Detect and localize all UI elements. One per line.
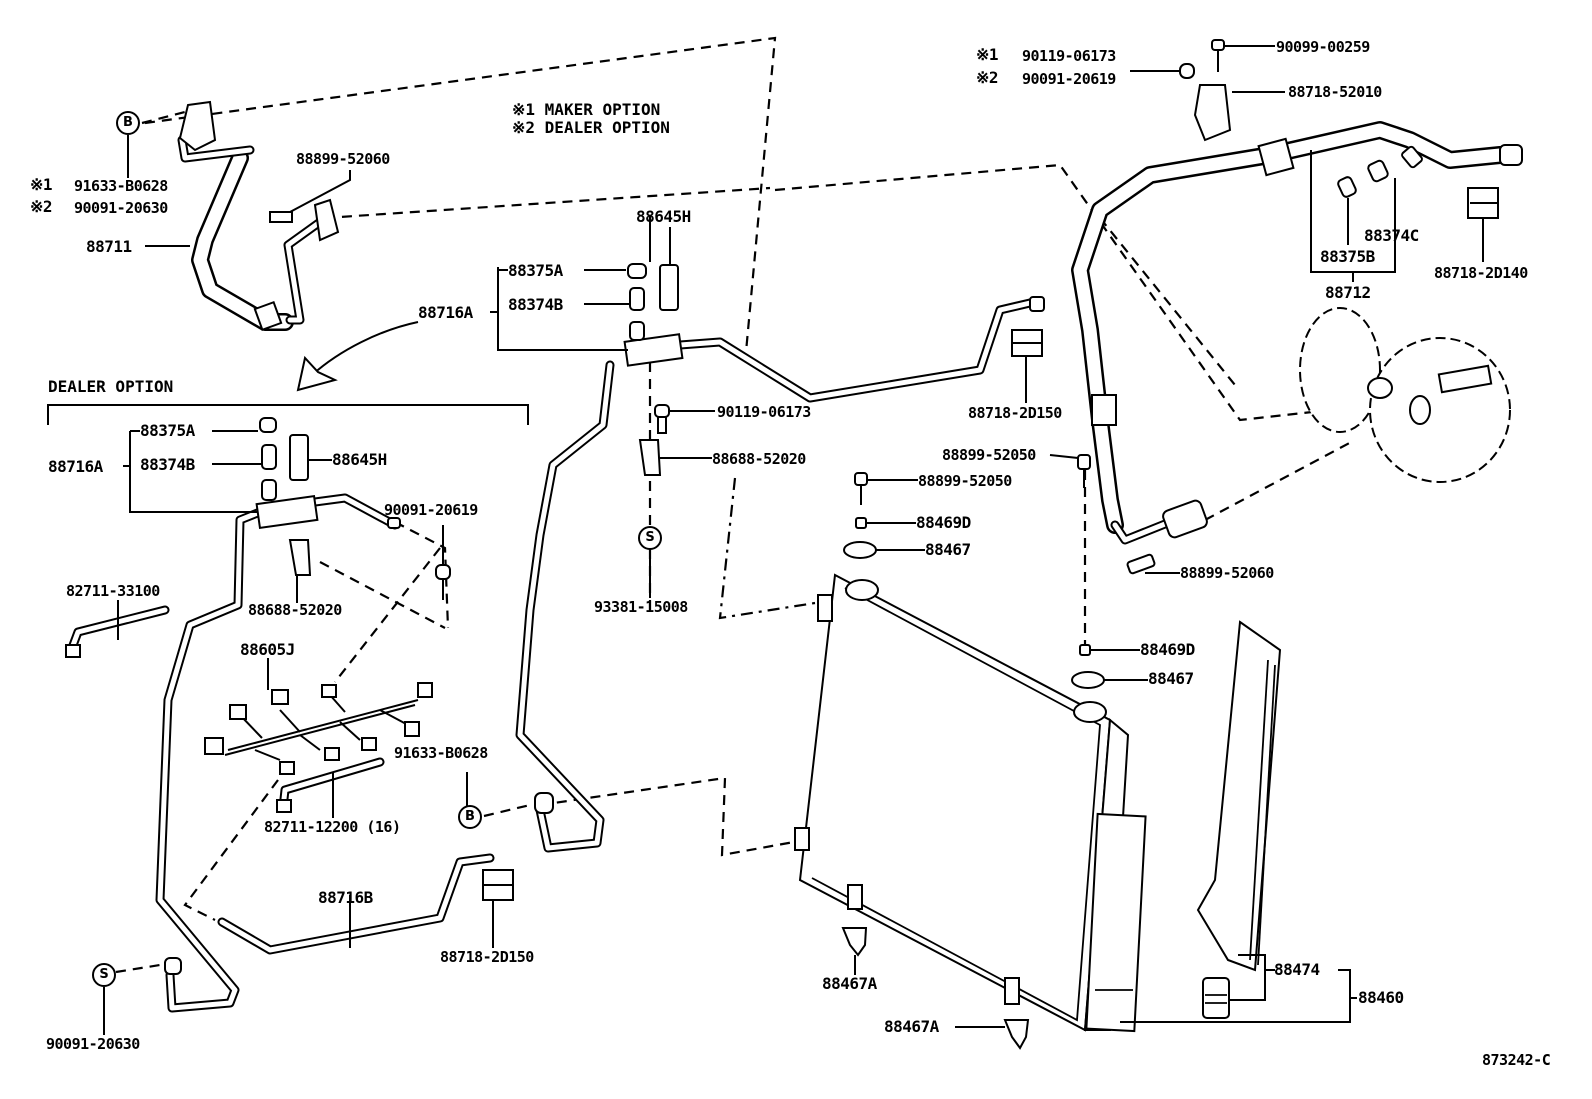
part-label[interactable]: 90091-20630: [74, 199, 168, 217]
part-label[interactable]: 88899-52060: [296, 150, 390, 168]
part-label[interactable]: 88711: [86, 237, 132, 256]
part-label[interactable]: 82711-12200 (16): [264, 818, 401, 836]
dealer-option-heading: DEALER OPTION: [48, 377, 174, 396]
part-label[interactable]: 88467A: [884, 1017, 939, 1036]
bolt-s-symbol-letter: S: [645, 530, 655, 545]
part-label[interactable]: 88374C: [1364, 226, 1419, 245]
part-label[interactable]: 88645H: [332, 450, 387, 469]
bolt-b-symbol-letter: B: [123, 115, 133, 130]
part-label[interactable]: 88474: [1274, 960, 1320, 979]
part-label[interactable]: 88718-2D150: [440, 948, 534, 966]
part-label[interactable]: 88899-52060: [1180, 564, 1274, 582]
leader-lines: [103, 45, 1484, 1035]
part-label[interactable]: 88375B: [1320, 247, 1375, 266]
receiver-dryer: [1196, 620, 1282, 972]
dash-link-compressor: [774, 163, 1331, 422]
dash-link-top: [144, 36, 777, 353]
bolt-s-symbol-dealer: [92, 963, 116, 987]
part-label[interactable]: 88645H: [636, 207, 691, 226]
part-label[interactable]: 90099-00259: [1276, 38, 1370, 56]
bolt-b-symbol-dealer: [458, 805, 482, 829]
part-label[interactable]: 90091-20619: [384, 501, 478, 519]
part-label[interactable]: 88469D: [1140, 640, 1195, 659]
part-label[interactable]: 88716A: [48, 457, 103, 476]
part-label[interactable]: 88374B: [140, 455, 195, 474]
compressor: [1299, 307, 1511, 483]
part-label[interactable]: 88718-2D150: [968, 404, 1062, 422]
bolt-s-symbol-letter: S: [99, 967, 109, 982]
dealer-option-bracket: [47, 404, 529, 425]
part-label[interactable]: 88605J: [240, 640, 295, 659]
part-label[interactable]: 88467: [925, 540, 971, 559]
part-label[interactable]: 88688-52020: [248, 601, 342, 619]
part-label[interactable]: 90119-06173: [1022, 47, 1116, 65]
bolt-b-symbol-top: [116, 111, 140, 135]
mark-1: ※1: [30, 175, 53, 194]
part-label[interactable]: 88688-52020: [712, 450, 806, 468]
part-label[interactable]: 88374B: [508, 295, 563, 314]
part-label[interactable]: 91633-B0628: [74, 177, 168, 195]
part-label[interactable]: 88716A: [418, 303, 473, 322]
part-label[interactable]: 88467A: [822, 974, 877, 993]
mark-1: ※1: [976, 45, 999, 64]
bolt-b-symbol-letter: B: [465, 809, 475, 824]
part-label[interactable]: 88460: [1358, 988, 1404, 1007]
wire-harness-88605J: [204, 682, 433, 775]
condenser: [794, 573, 1147, 1033]
bolt-s-symbol-main: [638, 526, 662, 550]
dash-link-bolt: [324, 186, 771, 220]
part-label[interactable]: 88718-2D140: [1434, 264, 1528, 282]
part-label[interactable]: 88899-52050: [918, 472, 1012, 490]
part-label[interactable]: 90119-06173: [717, 403, 811, 421]
part-label[interactable]: 88375A: [140, 421, 195, 440]
part-label[interactable]: 88469D: [916, 513, 971, 532]
part-label[interactable]: 88712: [1325, 283, 1371, 302]
part-label[interactable]: 90091-20619: [1022, 70, 1116, 88]
legend-maker-option: ※1 MAKER OPTION: [512, 100, 661, 119]
part-label[interactable]: 88467: [1148, 669, 1194, 688]
figure-id: 873242-C: [1482, 1051, 1551, 1069]
legend-dealer-option: ※2 DEALER OPTION: [512, 118, 670, 137]
mark-2: ※2: [30, 197, 53, 216]
part-label[interactable]: 88716B: [318, 888, 373, 907]
mark-2: ※2: [976, 68, 999, 87]
part-label[interactable]: 91633-B0628: [394, 744, 488, 762]
part-label[interactable]: 90091-20630: [46, 1035, 140, 1053]
part-label[interactable]: 88718-52010: [1288, 83, 1382, 101]
part-label[interactable]: 93381-15008: [594, 598, 688, 616]
part-label[interactable]: 88375A: [508, 261, 563, 280]
part-label[interactable]: 88899-52050: [942, 446, 1036, 464]
part-label[interactable]: 82711-33100: [66, 582, 160, 600]
